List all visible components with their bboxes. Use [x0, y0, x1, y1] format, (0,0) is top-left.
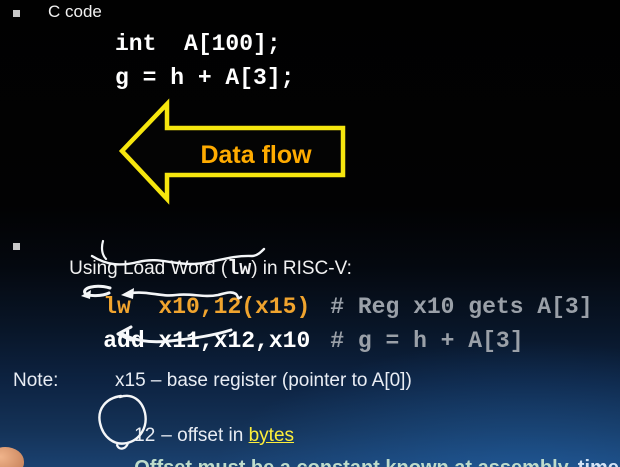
- asm-line-lw: lw x10,12(x15)# Reg x10 gets A[3]: [48, 268, 593, 346]
- using-post-text: ) in RISC-V:: [251, 258, 352, 279]
- footer-main-text: Offset must be a constant known at assem…: [134, 457, 569, 467]
- heading-c-code: C code: [48, 2, 102, 21]
- asm-line-add: add x11,x12,x10 # g = h + A[3]: [48, 302, 524, 380]
- asm-lw-comment: # Reg x10 gets A[3]: [330, 294, 593, 320]
- offset-text: offset in: [171, 425, 249, 446]
- presenter-hand: [0, 447, 24, 467]
- bullet-square-icon: [13, 243, 20, 250]
- footer-statement: Offset must be a constant known at assem…: [112, 434, 619, 467]
- data-flow-arrow: [118, 98, 346, 205]
- data-flow-label: Data flow: [200, 141, 312, 169]
- data-flow-arrow-shape: [118, 98, 346, 205]
- note-line-x15: x15 – base register (pointer to A[0]): [115, 370, 412, 391]
- bytes-highlight-text: bytes: [248, 425, 295, 446]
- asm-add-instruction: add x11,x12,x10: [103, 328, 311, 354]
- offset-dash: –: [161, 425, 172, 446]
- c-code-line-2: g = h + A[3];: [115, 65, 295, 91]
- note-label: Note:: [13, 370, 59, 391]
- footer-tail-text: time: [578, 457, 619, 467]
- bullet-square-icon: [13, 10, 20, 17]
- asm-add-comment: # g = h + A[3]: [330, 328, 524, 354]
- c-code-line-1: int A[100];: [115, 31, 281, 57]
